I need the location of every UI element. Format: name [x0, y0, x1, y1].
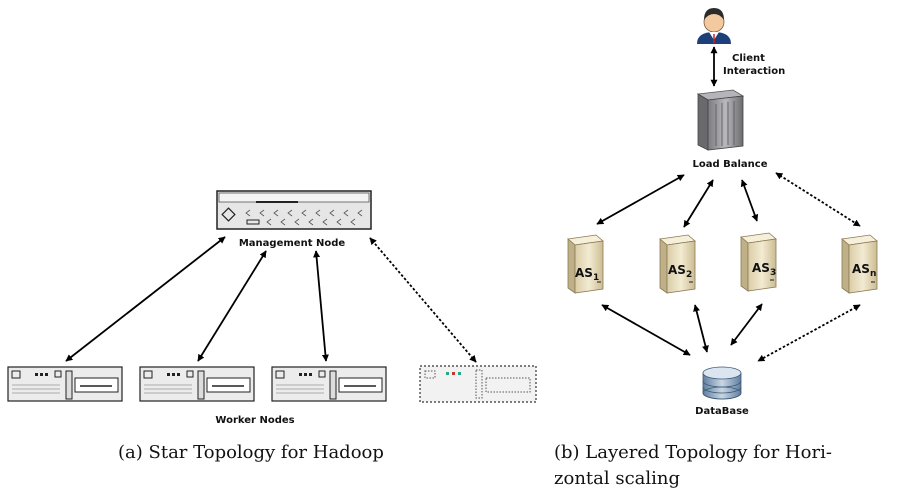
database-label: DataBase — [695, 406, 749, 417]
app-server-1-label: AS1 — [575, 266, 599, 283]
client-label-line1: Client — [732, 53, 765, 64]
management-node-label: Management Node — [239, 238, 345, 249]
worker-node-2 — [139, 366, 255, 402]
layered-arrows — [596, 46, 861, 362]
worker-nodes-label: Worker Nodes — [215, 415, 294, 426]
star-arrows — [65, 236, 477, 363]
client-person-icon — [697, 8, 731, 44]
load-balance-label: Load Balance — [692, 159, 767, 170]
app-server-1 — [567, 234, 604, 294]
app-server-3 — [740, 232, 777, 292]
caption-b-line1: (b) Layered Topology for Hori- — [554, 442, 832, 463]
app-server-2 — [659, 234, 696, 294]
database-icon — [702, 366, 742, 400]
caption-b-line2: zontal scaling — [554, 468, 681, 489]
worker-node-3 — [271, 366, 387, 402]
app-server-n — [841, 234, 878, 294]
management-node — [216, 190, 372, 230]
worker-node-1 — [7, 366, 123, 402]
app-server-n-label: ASn — [852, 262, 876, 279]
load-balancer-server-icon — [696, 89, 745, 151]
caption-a: (a) Star Topology for Hadoop — [118, 442, 384, 463]
client-label-line2: Interaction — [723, 66, 785, 77]
worker-node-4-dotted — [419, 365, 537, 403]
app-server-2-label: AS2 — [668, 263, 692, 280]
app-server-3-label: AS3 — [752, 261, 776, 278]
